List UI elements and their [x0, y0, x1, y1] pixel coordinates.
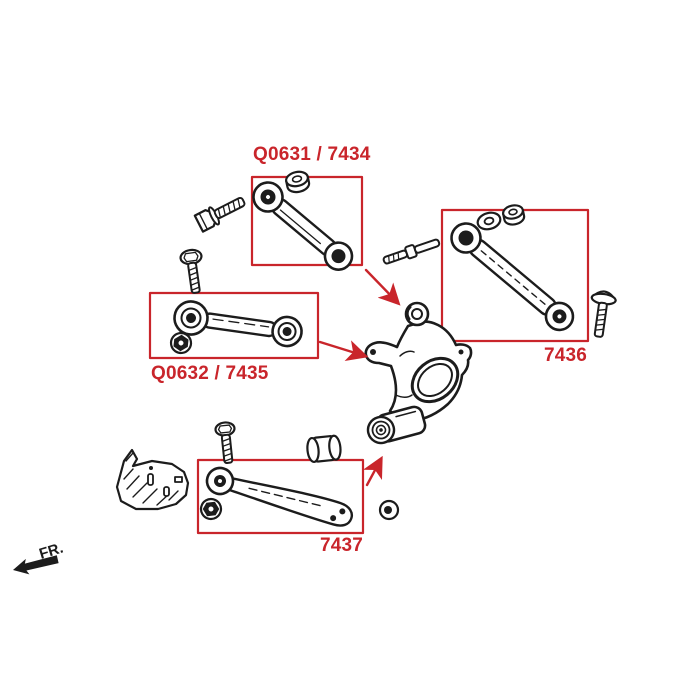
highlight-box-7435: [148, 291, 320, 360]
arrow-7434-to-knuckle: [364, 268, 401, 306]
lock-nut-icon: [199, 497, 223, 521]
highlight-box-7437: [196, 458, 365, 535]
hex-bolt-icon: [214, 421, 236, 464]
flange-nut-icon: [285, 170, 311, 194]
stud-bolt-icon: [382, 238, 441, 265]
hex-bolt-icon: [179, 248, 203, 294]
control-arm-7434-drawing: [252, 181, 354, 271]
front-direction-arrow-icon: [13, 555, 59, 575]
lock-nut-icon: [378, 499, 400, 521]
arrow-7435-to-knuckle: [318, 340, 369, 361]
front-direction-label: FR.: [37, 540, 65, 563]
lock-nut-icon: [169, 331, 193, 355]
bushing-icon: [306, 434, 342, 464]
label-7435: Q0632 / 7435: [151, 363, 269, 384]
label-7436: 7436: [544, 345, 588, 366]
bushing-icon: [366, 405, 427, 445]
flange-nut-icon: [502, 204, 526, 226]
arrow-7437-to-knuckle: [362, 455, 383, 487]
control-arm-7436-drawing: [450, 222, 575, 332]
label-7437: 7437: [320, 535, 364, 556]
trailing-arm-7437-drawing: [205, 466, 353, 527]
washer-icon: [476, 211, 502, 231]
bracket-drawing: [115, 448, 190, 511]
hex-bolt-icon: [590, 290, 617, 338]
knuckle-drawing: [364, 301, 473, 445]
hex-bolt-icon: [193, 196, 246, 233]
label-7434: Q0631 / 7434: [253, 144, 371, 165]
control-arm-7435-drawing: [173, 300, 303, 348]
